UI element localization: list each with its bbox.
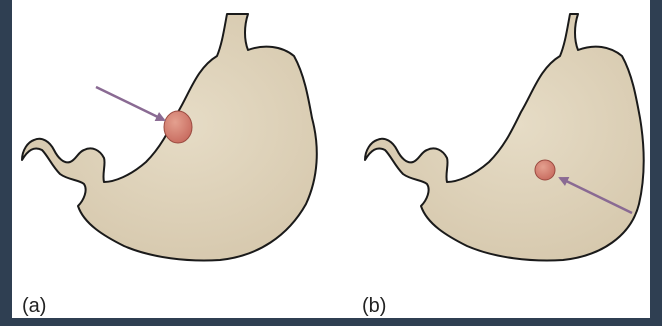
panel-label-a: (a) (22, 296, 46, 316)
panel-a (22, 14, 317, 260)
panel-b (365, 14, 644, 260)
diagram-svg (12, 0, 650, 318)
arrow-a (96, 87, 164, 120)
diagram-canvas: (a) (b) (12, 0, 650, 318)
stomach-outline-b (365, 14, 644, 260)
ulcer-lesion-b (535, 160, 555, 180)
polyp-lesion-a (164, 111, 192, 143)
panel-label-b: (b) (362, 296, 386, 316)
